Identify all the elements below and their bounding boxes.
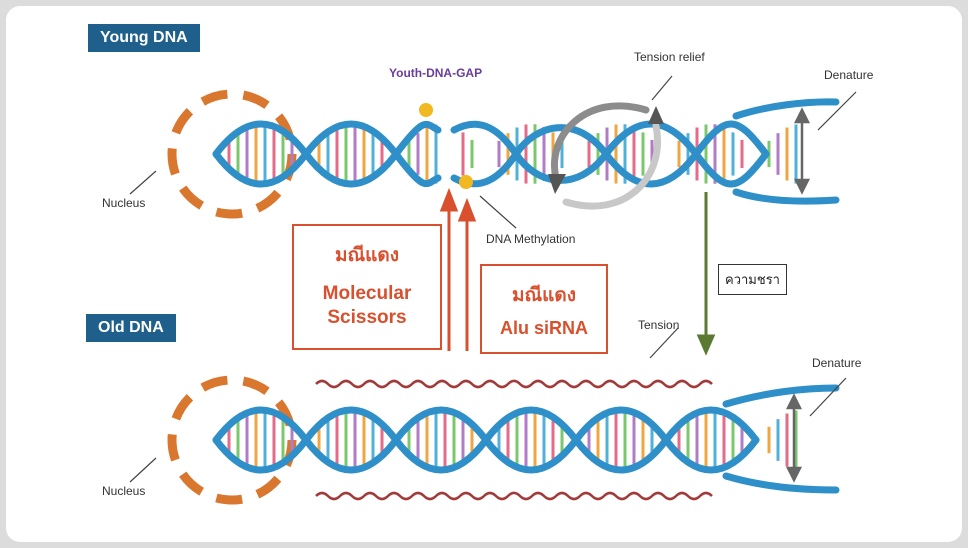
scissors-thai-text: มณีแดง [334,245,399,266]
denature-bottom-label: Denature [812,356,862,370]
aging-arrow [696,192,716,356]
methylation-dot [459,175,473,189]
young-dna-helix [212,98,840,205]
tension-wave-bottom [315,491,713,501]
denature-top-label: Denature [824,68,874,82]
denature-arrow-top [793,107,811,195]
tension-relief-label: Tension relief [634,50,705,64]
youth-gap-label: Youth-DNA-GAP [389,66,483,80]
scissors-line1: Molecular [322,283,412,304]
old-dna-label: Old DNA [86,314,176,342]
dna-graphics [129,75,857,505]
dna-methylation-label: DNA Methylation [486,232,576,246]
tension-wave-top [315,379,713,389]
old-dna-rungs [227,410,798,470]
sirna-line1: Alu siRNA [499,318,588,338]
molecular-scissors-box: มณีแดง Molecular Scissors [292,224,442,350]
gap-dot [419,103,433,117]
rotation-arrows [548,102,664,210]
old-dna-helix [212,384,840,494]
red-up-arrows [439,187,477,351]
diagram-frame: Young DNA Old DNA Youth-DNA-GAP Tension … [6,6,962,542]
nucleus-top-label: Nucleus [102,196,146,210]
leader-lines [129,75,857,483]
scissors-line2: Scissors [327,307,407,328]
alu-sirna-box: มณีแดง Alu siRNA [480,264,608,354]
aging-label: ความชรา [718,264,787,295]
nucleus-bottom-label: Nucleus [102,484,146,498]
denature-arrow-bottom [785,393,803,483]
tension-label: Tension [638,318,680,332]
young-dna-rungs [227,124,798,184]
young-dna-label: Young DNA [88,24,200,52]
sirna-thai-text: มณีแดง [511,285,576,306]
